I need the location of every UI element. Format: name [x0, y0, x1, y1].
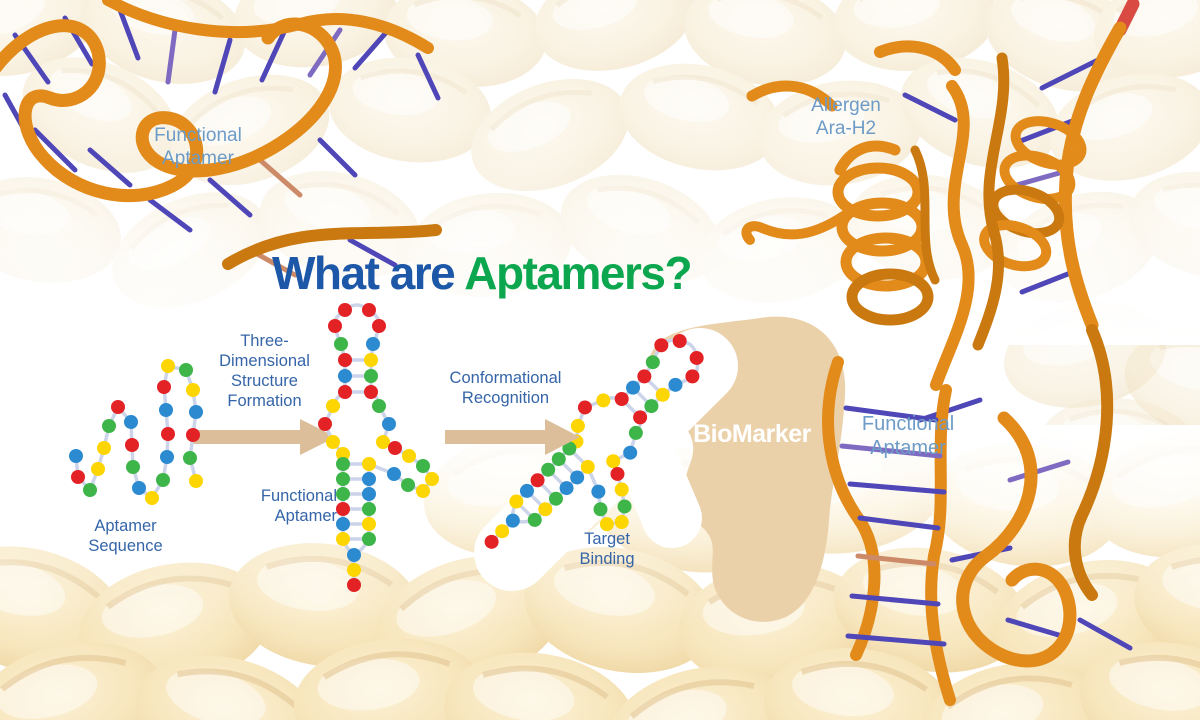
caption-biomarker: BioMarker — [693, 420, 811, 448]
title-aptamers: Aptamers? — [464, 247, 692, 299]
aptamer-sequence-illustration — [69, 359, 203, 505]
top-left-aptamer-structure — [0, 0, 442, 278]
structure-formation-arrow — [192, 419, 336, 455]
caption-conformational-recognition: Conformational Recognition — [449, 369, 562, 408]
caption-top-left-functional-aptamer: Functional Aptamer — [154, 125, 242, 170]
caption-aptamer-sequence: Aptamer Sequence — [88, 517, 163, 556]
caption-three-dimensional-structure-formation: Three- Dimensional Structure Formation — [219, 332, 310, 411]
recognition-arrow — [445, 419, 580, 455]
caption-target-binding: Target Binding — [579, 530, 635, 569]
caption-functional-aptamer-middle: Functional Aptamer — [260, 487, 337, 526]
allergen-protein-structure — [741, 0, 1140, 706]
caption-right-functional-aptamer: Functional Aptamer — [861, 413, 955, 460]
caption-allergen-ara-h2: Allergen Ara-H2 — [811, 95, 881, 140]
title-what-are: What are — [272, 247, 456, 299]
